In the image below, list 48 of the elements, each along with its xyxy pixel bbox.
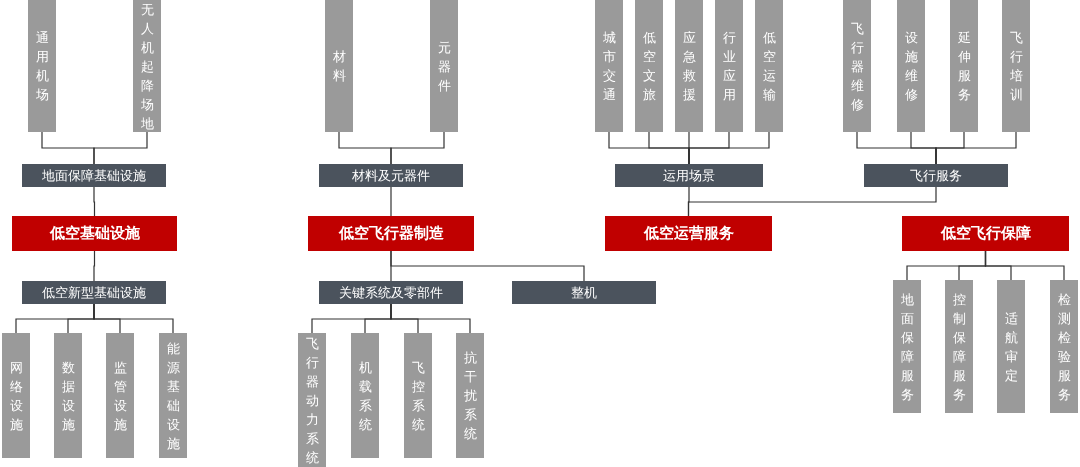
connector-line <box>93 131 148 165</box>
main-category-box: 低空飞行保障 <box>902 216 1069 251</box>
category-box: 飞行器动力系统 <box>298 333 326 467</box>
category-box: 监管设施 <box>106 333 134 458</box>
category-box: 低空文旅 <box>635 0 663 132</box>
category-box: 能源基础设施 <box>159 333 187 458</box>
group-label-box: 地面保障基础设施 <box>22 164 166 187</box>
connector-line <box>93 186 96 217</box>
main-category-box: 低空基础设施 <box>12 216 177 251</box>
category-box: 应急救援 <box>675 0 703 132</box>
main-category-box: 低空运营服务 <box>605 216 772 251</box>
group-label-box: 材料及元器件 <box>319 164 463 187</box>
connector-line <box>93 250 96 282</box>
category-box: 数据设施 <box>54 333 82 458</box>
connector-line <box>935 131 1017 165</box>
connector-line <box>390 186 392 217</box>
category-box: 抗干扰系统 <box>456 333 484 458</box>
category-box: 控制保障服务 <box>945 280 973 413</box>
category-box: 材料 <box>325 0 353 132</box>
category-box: 检测检验服务 <box>1050 280 1078 413</box>
connector-line <box>984 250 1065 281</box>
connector-line <box>390 303 471 334</box>
category-box: 飞行培训 <box>1002 0 1030 132</box>
group-label-box: 关键系统及零部件 <box>319 281 463 304</box>
category-box: 延伸服务 <box>950 0 978 132</box>
connector-line <box>687 186 937 217</box>
group-label-box: 运用场景 <box>615 164 763 187</box>
category-box: 网络设施 <box>2 333 30 458</box>
category-box: 适航审定 <box>997 280 1025 413</box>
category-box: 设施维修 <box>897 0 925 132</box>
category-box: 低空运输 <box>755 0 783 132</box>
category-box: 行业应用 <box>715 0 743 132</box>
main-category-box: 低空飞行器制造 <box>308 216 474 251</box>
category-box: 机载系统 <box>351 333 379 458</box>
group-label-box: 整机 <box>512 281 656 304</box>
connector-line <box>390 250 585 282</box>
category-box: 通用机场 <box>28 0 56 132</box>
category-box: 城市交通 <box>595 0 623 132</box>
connector-line <box>688 131 770 165</box>
category-box: 飞行器维修 <box>843 0 871 132</box>
group-label-box: 低空新型基础设施 <box>22 281 166 304</box>
group-label-box: 飞行服务 <box>864 164 1008 187</box>
connector-line <box>93 303 174 334</box>
category-box: 元器件 <box>430 0 458 132</box>
category-box: 地面保障服务 <box>893 280 921 413</box>
category-box: 飞控系统 <box>404 333 432 458</box>
category-box: 无人机起降场地 <box>133 0 161 132</box>
connector-line <box>390 131 445 165</box>
